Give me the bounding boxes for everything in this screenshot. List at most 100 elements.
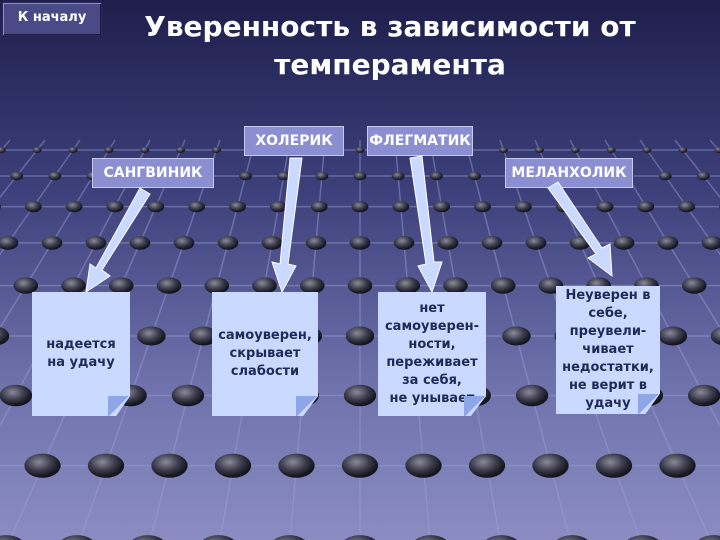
grid-node [261,235,283,250]
grid-node [349,235,371,250]
grid-node [212,147,221,153]
grid-node [443,277,468,294]
grid-node [556,535,588,540]
grid-node [678,201,696,213]
grid-node [606,147,616,153]
card-choleric: самоуверен, скрывает слабости [212,292,318,416]
home-button[interactable]: К началу [2,2,102,36]
grid-node [229,201,246,213]
grid-node [273,535,305,540]
card-phlegmatic: нет самоуверен- ности, переживает за себ… [378,292,486,416]
grid-node [395,277,421,294]
grid-node [678,147,688,153]
grid-node [315,171,329,181]
grid-node [515,384,549,407]
grid-node [176,147,186,153]
grid-node [104,147,114,153]
grid-node [710,327,720,345]
grid-node [555,201,573,213]
grid-node [474,201,491,213]
grid-node [499,147,508,153]
grid-node [65,201,83,213]
grid-node [393,235,415,250]
grid-node [24,453,61,478]
grid-node [687,384,720,407]
grid-node [147,201,165,213]
grid-node [10,171,24,181]
grid-node [252,277,277,294]
grid-node [61,535,93,540]
grid-node [277,171,291,181]
grid-node [569,235,591,250]
grid-node [13,277,39,294]
grid-node [659,453,696,478]
grid-node [87,453,125,478]
grid-node [239,171,252,181]
grid-node [353,171,367,181]
grid-node [32,147,42,153]
grid-node [696,171,710,181]
grid-node [658,171,672,181]
grid-node [0,384,33,407]
grid-node [433,201,451,213]
type-phlegmatic: ФЛЕГМАТИК [367,126,473,156]
type-sanguine: САНГВИНИК [92,158,214,188]
grid-node [627,535,659,540]
grid-node [0,535,22,540]
grid-node [0,147,6,153]
page-title: Уверенность в зависимости от темперамент… [144,10,636,81]
grid-node [108,277,134,294]
grid-node [188,201,206,213]
grid-node [468,171,481,181]
grid-node [502,326,531,346]
grid-node [305,235,327,250]
grid-node [85,235,107,250]
grid-node [490,277,516,294]
grid-node [173,235,195,250]
grid-node [514,201,532,213]
grid-node [595,453,633,478]
grid-node [351,201,369,213]
grid-node [534,147,544,153]
grid-node [61,277,86,294]
grid-node [278,453,315,478]
grid-node [299,277,325,294]
grid-node [345,326,375,346]
grid-node [714,147,720,153]
grid-node [156,277,182,294]
grid-node [405,453,442,478]
card-melancholic-text: Неуверен в себе, преувели- чивает недост… [562,288,654,411]
grid-node [214,453,252,478]
grid-node [0,235,19,250]
grid-node [596,201,614,213]
grid-node [0,204,1,210]
grid-node [24,201,42,213]
grid-node [171,384,205,407]
grid-node [106,201,124,213]
grid-node [415,535,447,540]
grid-node [570,147,580,153]
card-melancholic: Неуверен в себе, преувели- чивает недост… [556,286,660,414]
grid-node [525,235,547,250]
grid-node [681,277,707,294]
grid-node [132,535,164,540]
card-sanguine: надеется на удачу [32,292,130,416]
grid-node [48,171,62,181]
type-melancholic: МЕЛАНХОЛИК [505,158,633,188]
grid-node [189,326,218,346]
grid-node [269,201,287,213]
grid-node [129,235,151,250]
grid-node [637,201,655,213]
grid-node [355,147,365,153]
grid-node [217,235,239,250]
card-sanguine-text: надеется на удачу [46,337,116,370]
grid-node [68,147,78,153]
grid-node [347,277,373,294]
card-phlegmatic-text: нет самоуверен- ности, переживает за себ… [384,301,480,406]
grid-node [437,235,459,250]
grid-node [151,453,188,478]
grid-node [698,535,720,540]
grid-node [701,235,720,250]
grid-node [140,147,150,153]
type-choleric: ХОЛЕРИК [244,126,344,156]
